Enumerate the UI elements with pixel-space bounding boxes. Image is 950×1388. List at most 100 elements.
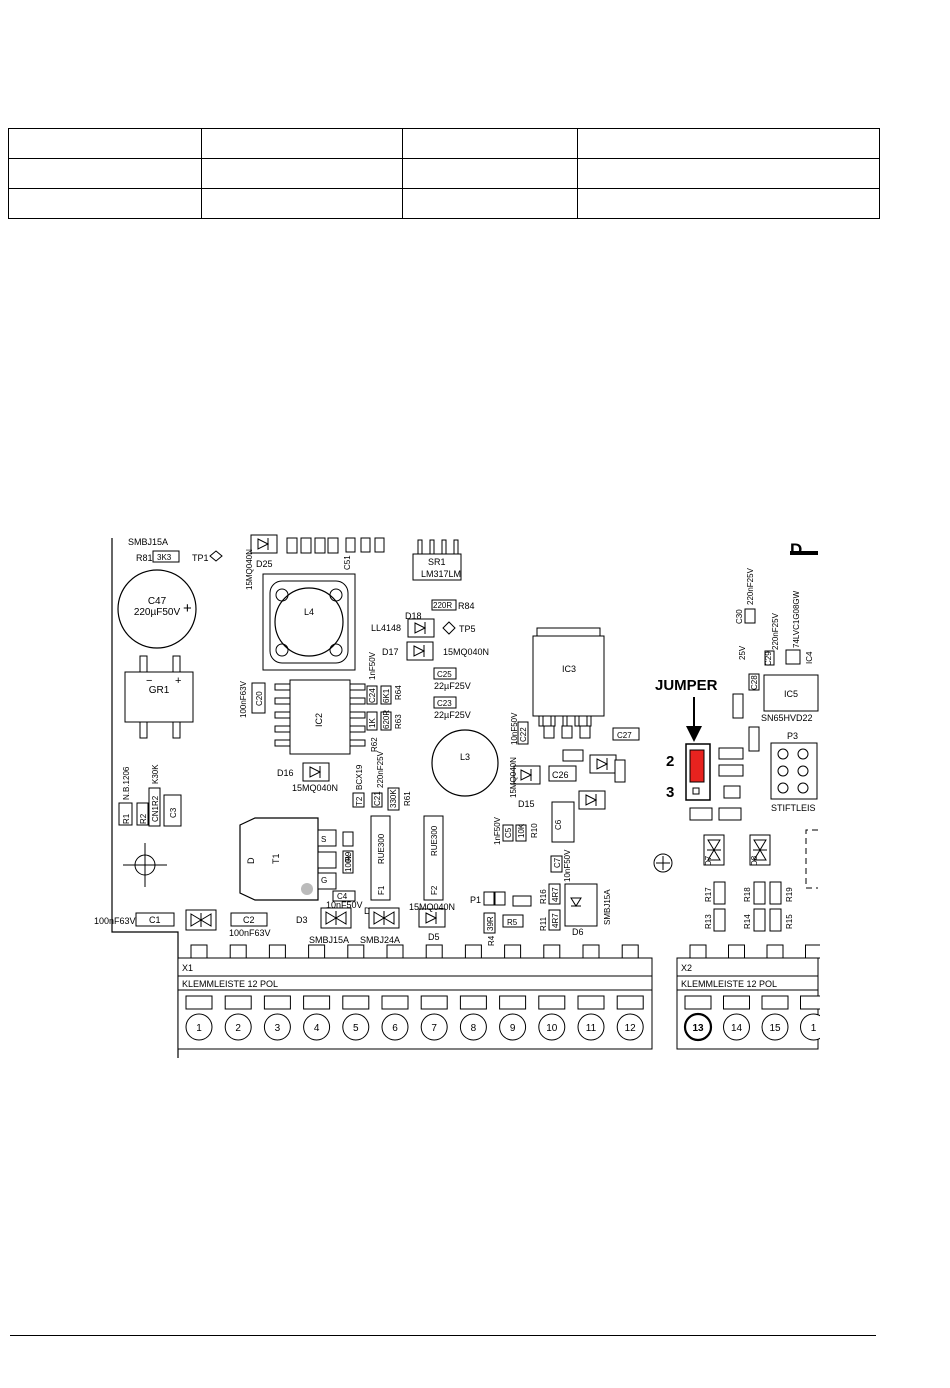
part-label: TP5 bbox=[459, 624, 476, 634]
part-label: P3 bbox=[787, 731, 798, 741]
terminal-slot bbox=[684, 995, 712, 1010]
terminal-pad bbox=[621, 944, 639, 959]
plus-icon: + bbox=[183, 600, 192, 617]
part-label: D17 bbox=[382, 647, 399, 657]
terminal-screw bbox=[499, 1013, 527, 1041]
terminal-slot bbox=[459, 995, 487, 1010]
terminal-number: 14 bbox=[731, 1023, 743, 1034]
terminal-pad bbox=[308, 944, 326, 959]
part-label: R9 bbox=[344, 851, 353, 862]
part-label: P1 bbox=[470, 895, 481, 905]
footer-rule bbox=[10, 1335, 876, 1336]
part-label: SMBJ15A bbox=[309, 935, 349, 945]
part-label: R81 bbox=[136, 553, 153, 563]
part-label: R5 bbox=[507, 918, 518, 927]
part-label: D5 bbox=[428, 932, 440, 942]
part-label: D bbox=[246, 857, 256, 864]
terminal-slot bbox=[577, 995, 605, 1010]
part-label: D25 bbox=[256, 559, 273, 569]
terminal-slot bbox=[224, 995, 252, 1010]
part-label: 100nF63V bbox=[229, 928, 271, 938]
part-label: C30 bbox=[735, 609, 744, 624]
terminal-pad bbox=[582, 944, 600, 959]
part-label: 15MQ040N bbox=[443, 647, 489, 657]
part-label: RUE300 bbox=[377, 833, 386, 864]
terminal-slot bbox=[303, 995, 331, 1010]
part-label: L4 bbox=[304, 607, 314, 617]
part-label: R15 bbox=[785, 914, 794, 929]
table-cell bbox=[402, 188, 578, 219]
table-cell bbox=[201, 188, 403, 219]
table-cell bbox=[201, 158, 403, 189]
terminal-number: 13 bbox=[692, 1023, 704, 1034]
part-label: SR1 bbox=[428, 557, 446, 567]
terminal-slot bbox=[616, 995, 644, 1010]
part-label: 10nF50V bbox=[510, 712, 519, 745]
part-label: 15MQ040N bbox=[245, 549, 254, 590]
part-label: C5 bbox=[504, 827, 513, 838]
terminal-screw bbox=[185, 1013, 213, 1041]
part-label: C51 bbox=[343, 555, 352, 570]
part-label: 6K1 bbox=[382, 688, 391, 703]
part-label: R18 bbox=[743, 887, 752, 902]
part-label: R84 bbox=[458, 601, 475, 611]
part-label: C28 bbox=[750, 675, 759, 690]
part-label: R4 bbox=[487, 935, 496, 946]
part-label: C1 bbox=[149, 915, 161, 925]
part-label: 4R7 bbox=[551, 887, 560, 902]
part-label: 330K bbox=[389, 789, 398, 808]
part-label: 22µF25V bbox=[434, 681, 471, 691]
part-label: C21 bbox=[373, 791, 382, 806]
table-cell bbox=[402, 158, 578, 189]
part-label: C27 bbox=[617, 731, 632, 740]
table-cell bbox=[8, 188, 202, 219]
terminal-slot bbox=[420, 995, 448, 1010]
terminal-screw bbox=[616, 1013, 644, 1041]
terminal-number: 11 bbox=[586, 1023, 597, 1034]
part-label: D16 bbox=[277, 768, 294, 778]
table-cell bbox=[577, 128, 880, 159]
terminal-screw bbox=[459, 1013, 487, 1041]
terminal-slot bbox=[263, 995, 291, 1010]
terminal-number: 1 bbox=[811, 1023, 817, 1034]
part-label: 39R bbox=[486, 916, 495, 931]
terminal-screw bbox=[683, 1012, 713, 1042]
terminal-screw bbox=[800, 1013, 820, 1041]
corner-mark: D bbox=[790, 540, 802, 559]
part-label: R13 bbox=[704, 914, 713, 929]
part-label: C3 bbox=[169, 807, 178, 818]
terminal-pad bbox=[347, 944, 365, 959]
part-label: 22µF25V bbox=[434, 710, 471, 720]
part-label: C22 bbox=[519, 727, 528, 742]
terminal-slot bbox=[723, 995, 750, 1010]
terminal-screw bbox=[263, 1013, 291, 1041]
part-label: 220µF50V bbox=[134, 607, 181, 618]
part-label: 1nF50V bbox=[493, 816, 502, 845]
part-label: C23 bbox=[437, 699, 452, 708]
part-label: R10 bbox=[530, 823, 539, 838]
part-label: 3K3 bbox=[157, 553, 172, 562]
part-label: 100nF63V bbox=[239, 680, 248, 718]
part-label: 15MQ040N bbox=[509, 757, 518, 798]
part-label: R1 bbox=[122, 813, 131, 824]
part-label: 15MQ040N bbox=[292, 783, 338, 793]
part-label: LM317LM bbox=[421, 569, 461, 579]
part-label: R14 bbox=[743, 914, 752, 929]
part-label: C29 bbox=[764, 651, 773, 666]
terminal-number: 1 bbox=[196, 1023, 202, 1034]
jumper-pin-label: 2 bbox=[666, 753, 674, 770]
part-label: D6 bbox=[572, 927, 584, 937]
terminal-pad bbox=[425, 944, 443, 959]
terminal-pad bbox=[504, 944, 522, 959]
terminal-pad bbox=[805, 944, 820, 959]
terminal-slot bbox=[761, 995, 789, 1010]
terminal-pad bbox=[689, 944, 707, 959]
part-label: C2 bbox=[243, 915, 255, 925]
part-label: IC4 bbox=[805, 651, 814, 664]
part-label: LL4148 bbox=[371, 623, 401, 633]
part-label: F2 bbox=[430, 885, 439, 895]
terminal-pad bbox=[766, 944, 784, 959]
part-label: C24 bbox=[368, 688, 377, 703]
table-cell bbox=[577, 158, 880, 189]
